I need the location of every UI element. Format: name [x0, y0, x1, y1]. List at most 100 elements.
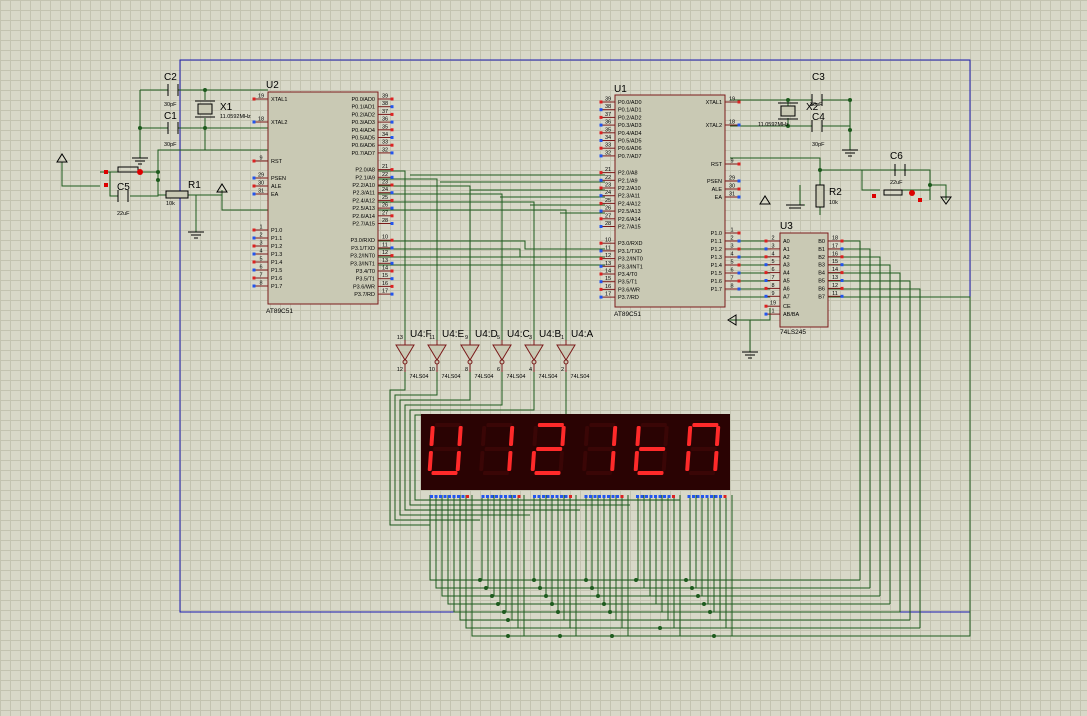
pin-p1-0[interactable]: 1P1.0	[711, 228, 741, 238]
r2-resistor[interactable]: R2 10k	[815, 184, 842, 208]
reset-button-right[interactable]	[872, 189, 922, 202]
pin-a7[interactable]: 9A7	[764, 291, 790, 301]
pin-p1-3[interactable]: 4P1.3	[252, 249, 283, 259]
pin-p1-7[interactable]: 8P1.7	[711, 284, 741, 294]
c5-capacitor[interactable]: C5 22uF	[117, 182, 130, 217]
pin-p1-5[interactable]: 6P1.5	[711, 268, 741, 278]
c1-capacitor[interactable]: C1 30pF	[164, 111, 179, 148]
pin-p1-2[interactable]: 3P1.2	[252, 241, 283, 251]
pin-a6[interactable]: 8A6	[764, 283, 790, 293]
x2-crystal[interactable]: X2 11.0592MHz	[758, 102, 819, 128]
pin-p1-4[interactable]: 5P1.4	[252, 257, 283, 267]
pin-p1-1[interactable]: 2P1.1	[711, 236, 741, 246]
c4-capacitor[interactable]: C4 30pF	[811, 112, 825, 148]
pin-p1-6[interactable]: 7P1.6	[252, 273, 283, 283]
c3-capacitor[interactable]: C3 30pF	[810, 72, 825, 108]
pin-a2[interactable]: 4A2	[764, 251, 790, 261]
u2-microcontroller[interactable]: U2 AT89C51 19XTAL118XTAL29RST29PSEN30ALE…	[252, 80, 394, 315]
x1-crystal[interactable]: X1 11.0592MHz	[195, 100, 251, 120]
u3-bus-transceiver[interactable]: U3 74LS245 2A03A14A25A36A47A58A69A719CE1…	[764, 221, 844, 336]
pin-p1-1[interactable]: 2P1.1	[252, 233, 283, 243]
pin-a3[interactable]: 5A3	[764, 259, 790, 269]
c6-capacitor[interactable]: C6 22uF	[890, 151, 906, 186]
reset-button-left[interactable]	[104, 166, 143, 187]
pin-p1-7[interactable]: 8P1.7	[252, 281, 283, 291]
pin-p1-0[interactable]: 1P1.0	[252, 225, 283, 235]
pin-a5[interactable]: 7A5	[764, 275, 790, 285]
seven-segment-display[interactable]	[421, 414, 730, 498]
pin-p1-6[interactable]: 7P1.6	[711, 276, 741, 286]
r1-resistor[interactable]: R1 10k	[165, 180, 201, 207]
pin-a0[interactable]: 2A0	[764, 236, 790, 246]
wire-net[interactable]	[61, 89, 971, 637]
pin-p1-2[interactable]: 3P1.2	[711, 244, 741, 254]
